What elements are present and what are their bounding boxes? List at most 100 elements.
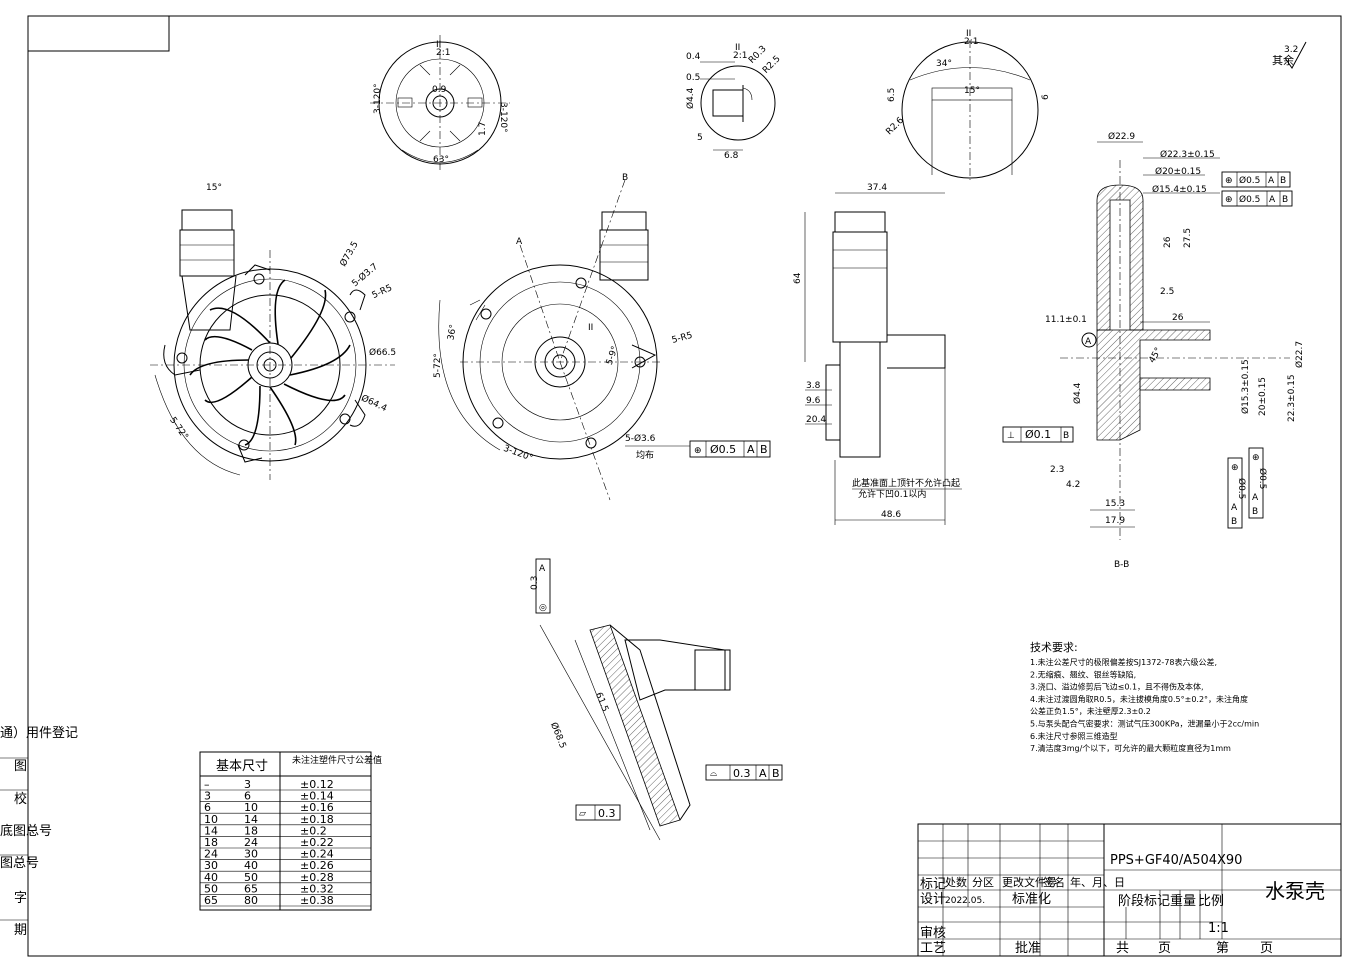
technical-requirements: 技术要求: 1.未注公差尺寸的极限偏差按SJ1372-78表六级公差,2.无缩痕… — [1030, 641, 1259, 753]
svg-text:II: II — [735, 43, 740, 53]
svg-text:工艺: 工艺 — [920, 941, 946, 956]
svg-text:基本尺寸: 基本尺寸 — [216, 759, 268, 774]
table-cell: ±0.24 — [300, 848, 334, 861]
svg-text:2:1: 2:1 — [733, 51, 747, 61]
title-block: PPS+GF40/A504X90 水泵壳 标记 处数 分区 更改文件号 签名 年… — [917, 823, 1342, 957]
gdt-frame-flatness: ▱ 0.3 — [575, 804, 621, 821]
datum-a-marker: A — [1081, 332, 1097, 348]
detail-view-notch: II 2:1 34° 15° 6.5 6 R2.6 — [884, 29, 1051, 180]
svg-text:11.1±0.1: 11.1±0.1 — [1045, 315, 1087, 325]
svg-text:Ø66.5: Ø66.5 — [369, 347, 396, 358]
svg-text:0.5: 0.5 — [686, 73, 700, 83]
svg-text:0.9: 0.9 — [432, 85, 447, 95]
table-cell: 3 — [204, 790, 211, 803]
svg-text:6.5: 6.5 — [887, 88, 897, 102]
svg-text:Ø0.5: Ø0.5 — [1239, 175, 1260, 186]
svg-text:Ø68.5: Ø68.5 — [548, 721, 568, 750]
svg-text:⊕: ⊕ — [1252, 453, 1260, 463]
svg-text:⊥: ⊥ — [1007, 431, 1015, 441]
svg-text:3.8: 3.8 — [806, 381, 821, 391]
table-cell: 30 — [244, 848, 258, 861]
svg-text:Ø22.9: Ø22.9 — [1108, 131, 1135, 142]
svg-text:26: 26 — [1172, 313, 1184, 323]
svg-text:5: 5 — [697, 133, 703, 143]
svg-text:2.3: 2.3 — [1050, 465, 1064, 475]
svg-text:2:1: 2:1 — [964, 37, 978, 47]
table-cell: 18 — [204, 836, 218, 849]
svg-text:0.3: 0.3 — [598, 807, 616, 820]
table-cell: ±0.14 — [300, 790, 334, 803]
detail-view-hub: II 2:1 0.9 1.7 3-120° 3-120° 63° — [370, 35, 510, 170]
svg-text:⌓: ⌓ — [710, 769, 717, 779]
svg-text:允许下凹0.1以内: 允许下凹0.1以内 — [858, 488, 926, 500]
svg-text:Ø4.4: Ø4.4 — [685, 87, 696, 109]
svg-text:▱: ▱ — [579, 809, 586, 819]
svg-text:B: B — [1282, 195, 1288, 205]
table-row: –3±0.12 — [200, 778, 371, 791]
side-view-housing: 37.4 64 3.8 9.6 20.4 48.6 此基准面上顶针不允许凸起 允… — [793, 183, 962, 525]
svg-text:Ø0.5: Ø0.5 — [1257, 468, 1268, 489]
svg-text:页: 页 — [1158, 941, 1171, 956]
svg-text:标记: 标记 — [920, 877, 946, 892]
svg-text:标准化: 标准化 — [1012, 892, 1051, 907]
svg-text:B: B — [760, 443, 768, 456]
svg-text:26: 26 — [1163, 236, 1173, 248]
svg-text:0.3: 0.3 — [733, 767, 751, 780]
svg-text:批准: 批准 — [1015, 941, 1041, 956]
svg-text:27.5: 27.5 — [1183, 228, 1193, 248]
table-cell: ±0.32 — [300, 882, 334, 895]
gdt-frame-perpendicularity: ⊥ Ø0.1 B — [1002, 426, 1074, 443]
svg-text:签名: 签名 — [1043, 875, 1065, 889]
svg-text:Ø15.3±0.15: Ø15.3±0.15 — [1240, 359, 1251, 414]
svg-text:A: A — [539, 564, 546, 574]
svg-text:1:1: 1:1 — [1208, 921, 1229, 936]
svg-text:48.6: 48.6 — [881, 510, 901, 520]
table-cell: 80 — [244, 894, 258, 907]
svg-text:水泵壳: 水泵壳 — [1265, 879, 1325, 903]
gdt-frame-position-2: ⊕ Ø0.5 A B — [1221, 171, 1291, 188]
svg-text:R2.5: R2.5 — [761, 54, 783, 76]
table-cell: 50 — [204, 882, 218, 895]
svg-text:Ø22.7: Ø22.7 — [1294, 341, 1305, 368]
svg-text:34°: 34° — [936, 59, 952, 69]
table-cell: ±0.38 — [300, 894, 334, 907]
svg-text:通）用件登记: 通）用件登记 — [0, 726, 78, 741]
svg-text:2022.05.: 2022.05. — [945, 896, 985, 906]
svg-text:年、月、日: 年、月、日 — [1070, 875, 1125, 889]
gdt-frame-profile: ⌓ 0.3 A B — [705, 764, 783, 781]
svg-text:页: 页 — [1260, 941, 1273, 956]
svg-text:⊕: ⊕ — [1225, 176, 1233, 186]
gdt-frame-position-3: ⊕ Ø0.5 A B — [1221, 190, 1293, 207]
svg-text:36°: 36° — [446, 324, 459, 341]
table-cell: ±0.12 — [300, 778, 334, 791]
svg-text:0.4: 0.4 — [686, 52, 701, 62]
svg-text:5-72°: 5-72° — [433, 353, 443, 378]
svg-text:未注注塑件尺寸公差值: 未注注塑件尺寸公差值 — [292, 754, 382, 766]
svg-text:20±0.15: 20±0.15 — [1258, 377, 1268, 416]
svg-text:Ø0.5: Ø0.5 — [1239, 194, 1260, 205]
svg-text:共: 共 — [1116, 941, 1129, 956]
drawing-number-box — [27, 15, 170, 52]
svg-text:63°: 63° — [433, 155, 449, 165]
svg-text:1.7: 1.7 — [478, 122, 488, 136]
svg-text:20.4: 20.4 — [806, 415, 826, 425]
table-cell: ±0.26 — [300, 859, 334, 872]
svg-text:37.4: 37.4 — [867, 183, 887, 193]
svg-text:◎: ◎ — [539, 603, 547, 613]
svg-text:5-Ø3.7: 5-Ø3.7 — [350, 261, 380, 289]
svg-text:3-120°: 3-120° — [498, 102, 508, 133]
svg-text:B-B: B-B — [1114, 560, 1129, 570]
table-cell: 3 — [244, 778, 251, 791]
svg-text:⊕: ⊕ — [694, 446, 702, 456]
svg-text:其余: 其余 — [1272, 53, 1294, 67]
table-cell: ±0.28 — [300, 871, 334, 884]
svg-text:3.2: 3.2 — [1284, 45, 1298, 55]
svg-text:图: 图 — [14, 759, 27, 774]
table-cell: 40 — [244, 859, 258, 872]
gdt-frame-vertical-2: ⊕ Ø0.5 A B — [1248, 447, 1268, 519]
svg-text:分区: 分区 — [972, 876, 994, 889]
